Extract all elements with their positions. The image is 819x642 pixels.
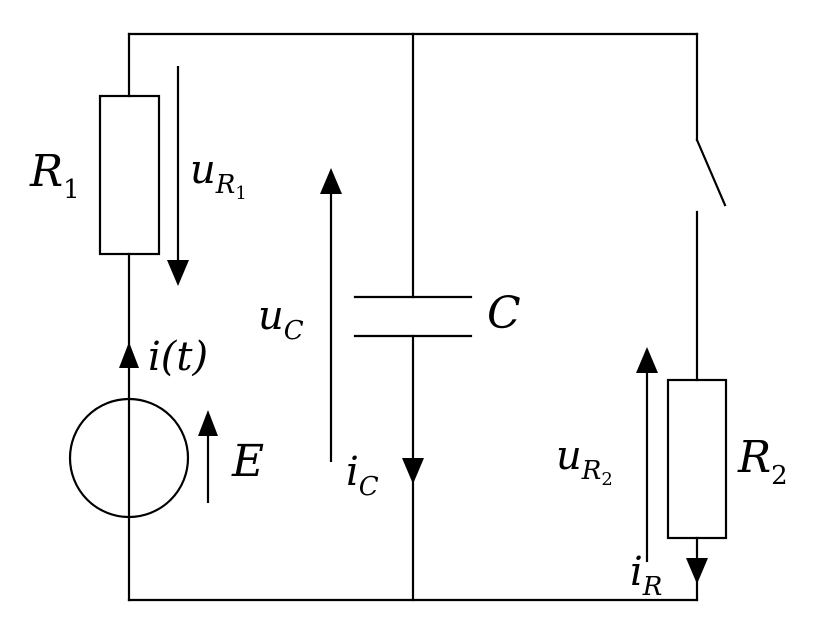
current-arrow-ic xyxy=(402,458,424,484)
voltage-source-e xyxy=(68,397,190,519)
label-r2: R2 xyxy=(738,432,788,491)
label-r1: R1 xyxy=(30,146,80,205)
current-arrow-ir xyxy=(686,558,708,584)
voltage-arrow-e-head xyxy=(198,410,218,436)
switch-blade xyxy=(695,138,727,207)
label-i-t: i(t) xyxy=(148,334,209,380)
voltage-arrow-ur1-head xyxy=(167,260,189,286)
current-arrow-i-t xyxy=(119,342,139,368)
label-ur2: uR2 xyxy=(556,433,613,490)
label-ir: iR xyxy=(630,549,663,602)
label-ic: iC xyxy=(346,449,379,502)
voltage-arrow-uc-head xyxy=(320,168,342,194)
label-e: E xyxy=(232,436,265,487)
voltage-arrow-ur2-head xyxy=(636,347,658,373)
resistor-r2 xyxy=(666,378,728,540)
label-ur1: uR1 xyxy=(190,147,247,204)
label-uc: uC xyxy=(258,293,304,346)
label-c: C xyxy=(487,288,521,339)
resistor-r1 xyxy=(98,94,161,256)
